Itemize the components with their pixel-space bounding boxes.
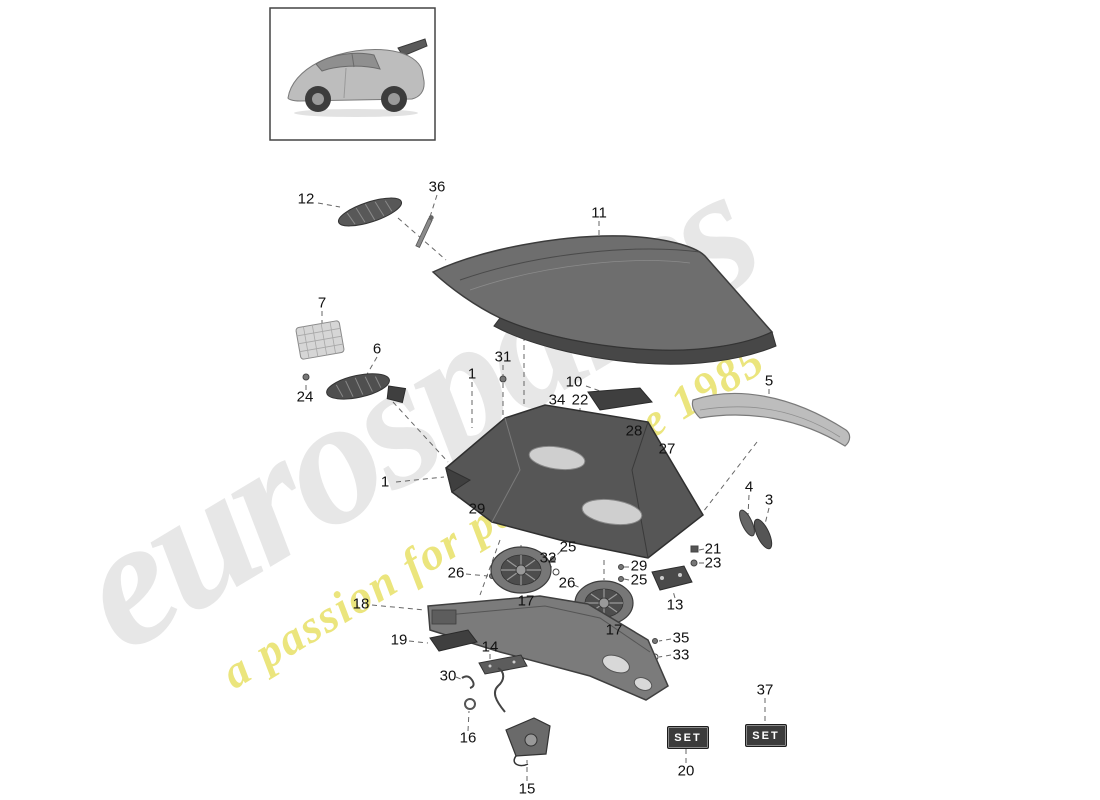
- set-box-37: SET: [745, 724, 787, 747]
- part-3-pad: [753, 518, 773, 550]
- set-box-20: SET: [667, 726, 709, 749]
- part-25-screw: [550, 556, 556, 562]
- part-14-strip: [478, 654, 528, 675]
- part-36-pin: [415, 215, 434, 248]
- part-6-grille: [326, 373, 407, 404]
- part-1-lid-panel: [445, 404, 704, 559]
- part-24-screw: [302, 373, 310, 381]
- part-32-washer: [552, 568, 560, 576]
- part-13-bracket: [651, 565, 693, 591]
- part-15-lock: [493, 667, 551, 767]
- part-16-grommet: [464, 698, 476, 710]
- part-5-spoiler-blade: [691, 392, 851, 447]
- car-thumbnail: [269, 7, 436, 141]
- part-4-pad: [739, 509, 755, 537]
- part-17-fan-left: [490, 546, 552, 594]
- part-18-lower-panel: [427, 595, 669, 701]
- part-10-bracket: [587, 387, 653, 411]
- part-19-trim: [429, 629, 478, 652]
- part-21-nut: [690, 545, 699, 553]
- part-35-screw: [652, 638, 658, 644]
- part-30-clip: [461, 675, 475, 689]
- part-31-screw: [499, 375, 507, 383]
- part-11-rear-spoiler: [431, 235, 777, 365]
- part-7-mesh: [295, 320, 345, 360]
- part-25-screw: [618, 576, 624, 582]
- part-12-grille: [337, 197, 403, 227]
- part-29-screw: [618, 564, 624, 570]
- part-23-screw: [690, 559, 698, 567]
